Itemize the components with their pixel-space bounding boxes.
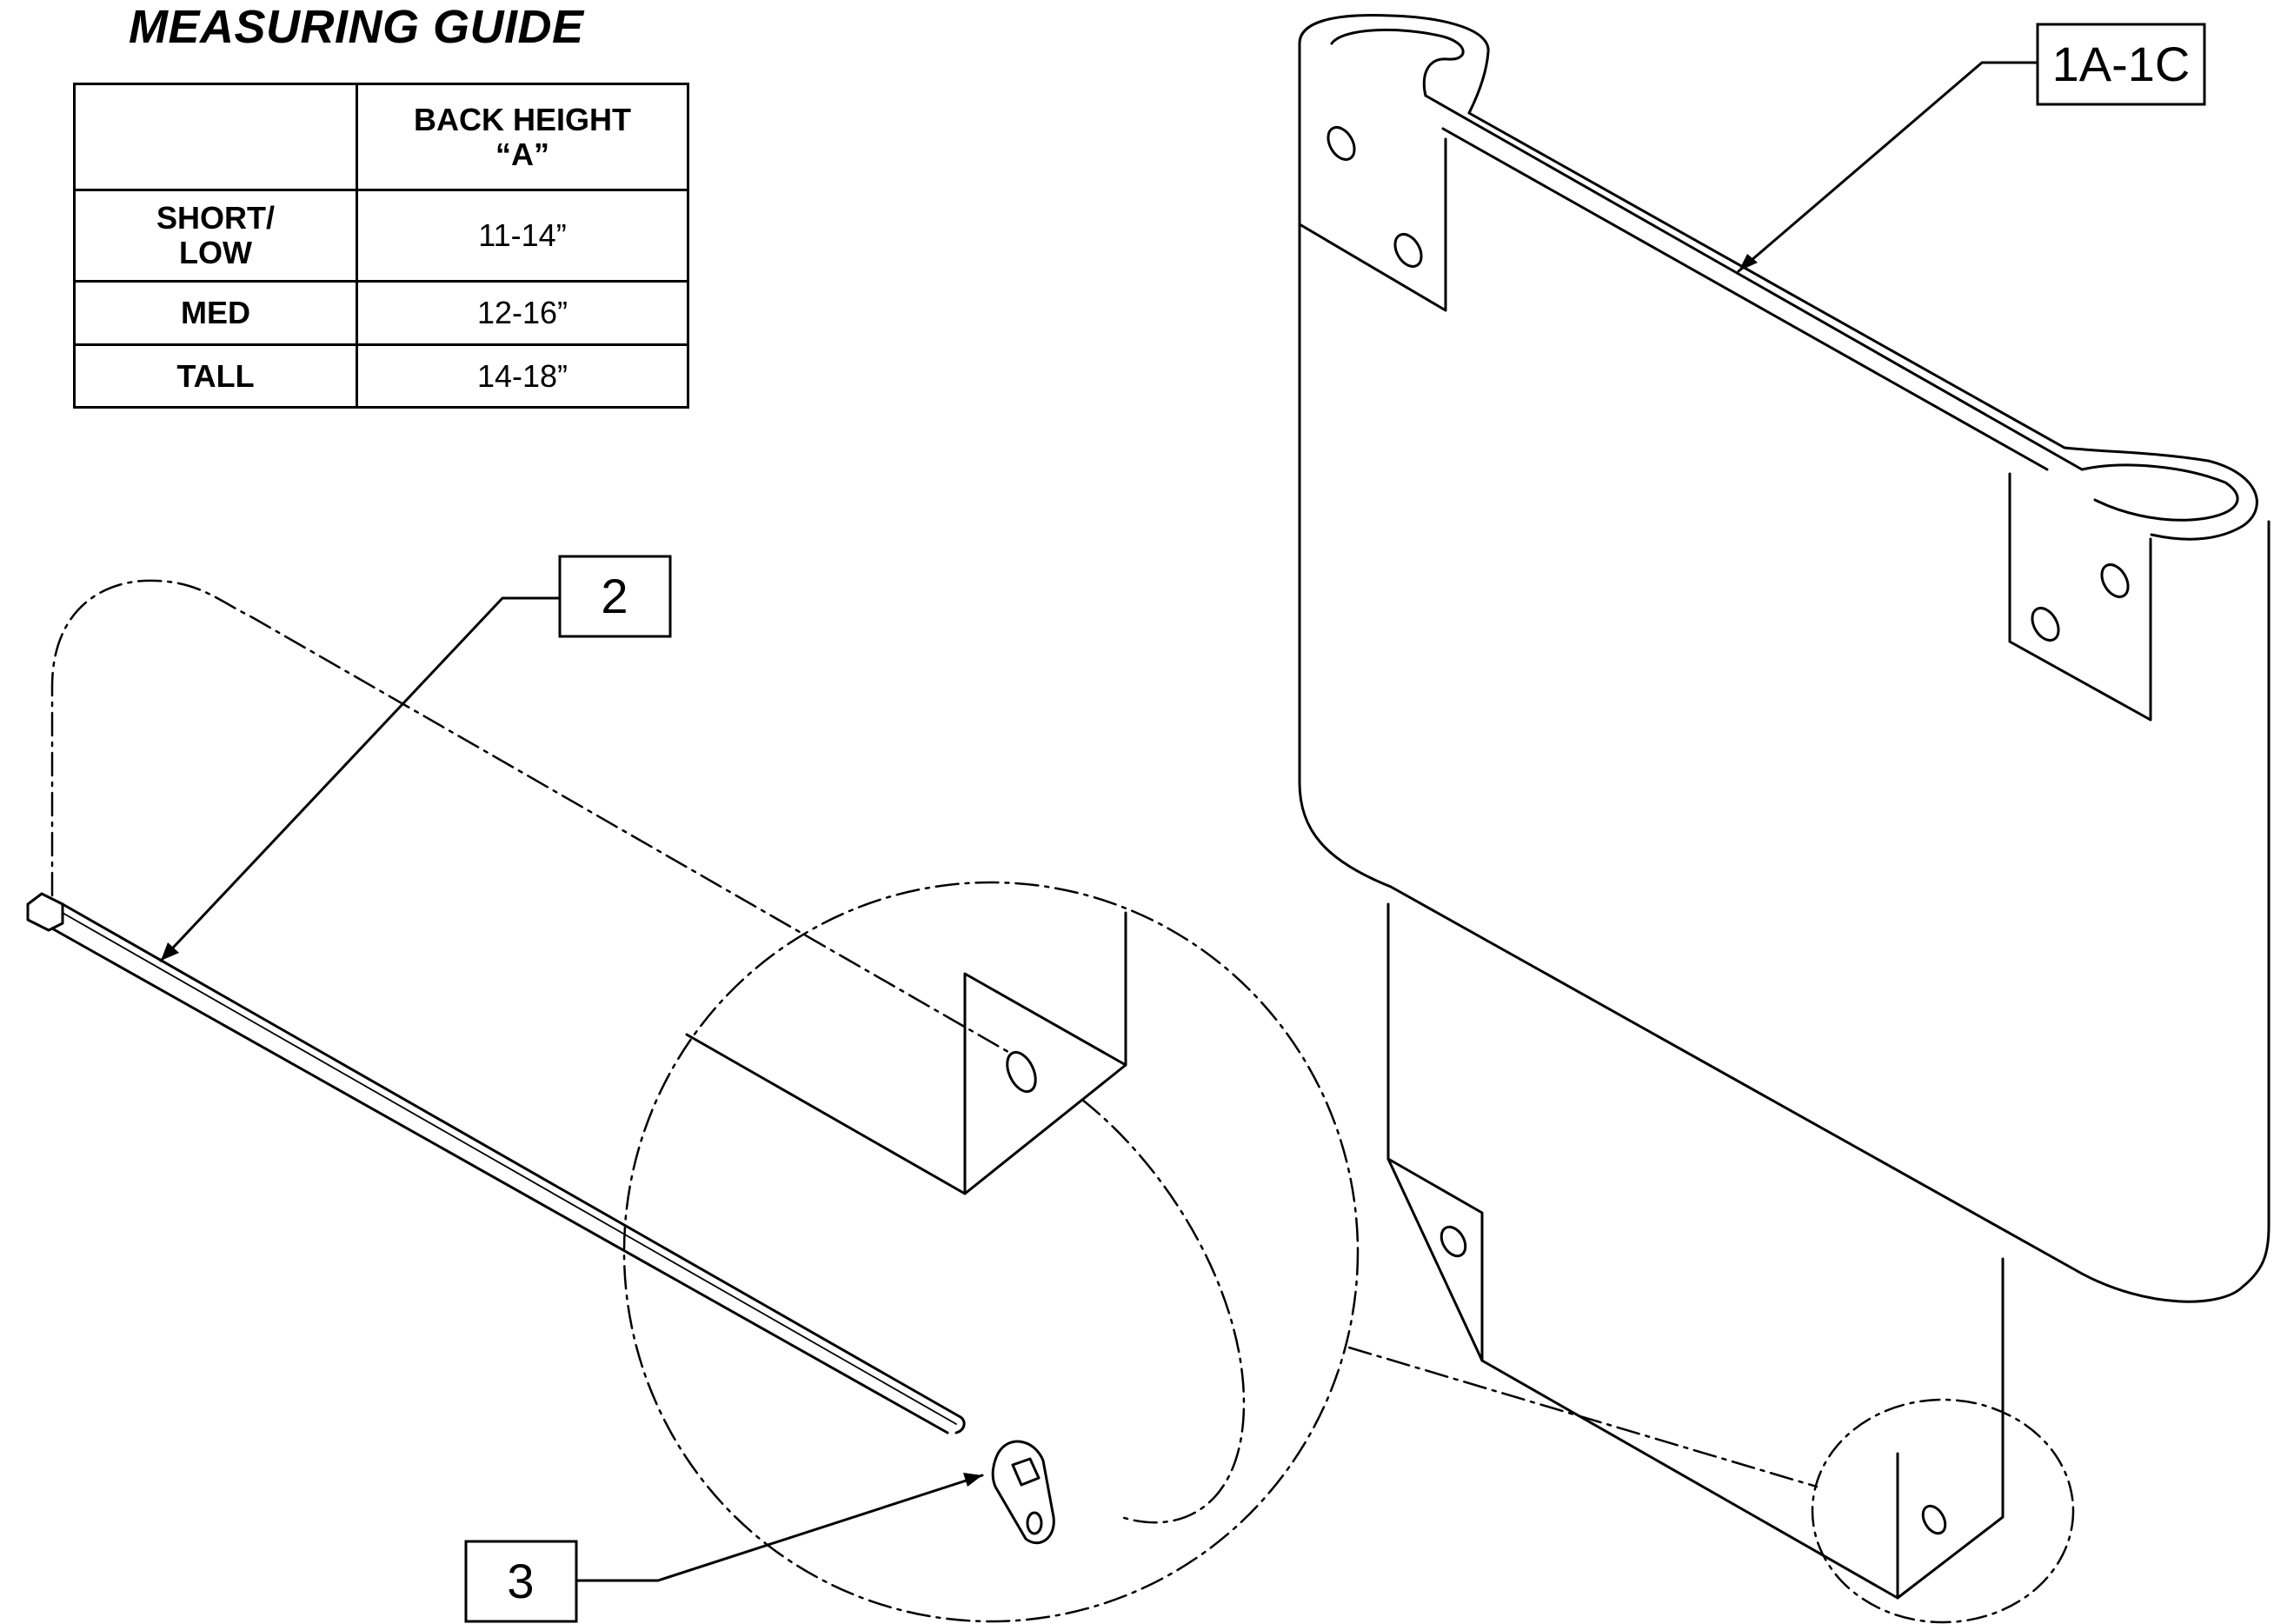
leader-2 xyxy=(159,596,561,962)
mounting-hole-icon xyxy=(1326,126,1356,161)
leader-1a-1c xyxy=(1737,61,2038,273)
size-cell-med: MED xyxy=(73,280,358,346)
leader-3 xyxy=(574,1474,984,1582)
callout-box xyxy=(464,1540,578,1623)
panel-left-edge xyxy=(1298,42,2271,1303)
size-line-1: SHORT/ xyxy=(156,200,275,236)
detail-circle xyxy=(622,881,1360,1623)
left-tube-inner-loop xyxy=(1330,28,1465,97)
cable-tie-drawing xyxy=(26,892,966,1434)
size-cell-tall: TALL xyxy=(73,343,358,409)
measuring-guide-table: BACK HEIGHT “A” SHORT/ LOW 11-14” MED 12… xyxy=(73,83,689,409)
cable-tie-path-dashed xyxy=(50,579,1010,1054)
tie-mount-body xyxy=(991,1440,1055,1545)
panel-top-rail-inner xyxy=(1467,111,2066,449)
table-header-blank xyxy=(73,83,358,191)
detail-guide-arc xyxy=(1080,1098,1246,1524)
lower-frame-right xyxy=(1896,1257,2005,1600)
right-tube-top xyxy=(2063,446,2258,541)
lower-frame-bottom xyxy=(1480,1359,1899,1600)
table-header-back-height: BACK HEIGHT “A” xyxy=(356,83,689,191)
panel-top-rail-outer xyxy=(1441,127,2049,471)
cable-tie-strap-mid xyxy=(62,912,957,1425)
header-line-2: “A” xyxy=(495,136,549,172)
table-row: TALL 14-18” xyxy=(73,343,689,409)
callout-box xyxy=(558,555,672,638)
callout-label: 1A-1C xyxy=(2052,37,2191,91)
callout-label: 2 xyxy=(601,569,628,623)
detail-view xyxy=(622,881,1360,1623)
measuring-guide-title: MEASURING GUIDE xyxy=(129,1,584,53)
mounting-hole-icon xyxy=(2100,563,2130,598)
table-row: SHORT/ LOW 11-14” xyxy=(73,189,689,283)
panel-top-rail-inside xyxy=(1424,94,2084,471)
value-cell-short-low: 11-14” xyxy=(356,189,689,283)
table-header-row: BACK HEIGHT “A” xyxy=(73,83,689,191)
callout-1a-1c: 1A-1C xyxy=(2036,23,2206,106)
mounting-hole-icon xyxy=(1440,1225,1467,1258)
detail-hole-icon xyxy=(1006,1050,1037,1094)
arrowhead-icon xyxy=(1739,254,1758,271)
header-line-1: BACK HEIGHT xyxy=(414,101,631,137)
tie-mount-drawing xyxy=(991,1440,1055,1545)
callout-2: 2 xyxy=(558,555,672,638)
arrowhead-icon xyxy=(963,1473,982,1487)
callout-3: 3 xyxy=(464,1540,578,1623)
left-tube-top xyxy=(1298,14,1490,115)
right-tube-inner-loop xyxy=(2080,463,2239,522)
cable-tie-strap-top xyxy=(61,902,966,1434)
value-cell-tall: 14-18” xyxy=(356,343,689,409)
mounting-hole-icon xyxy=(1393,233,1423,268)
value-cell-med: 12-16” xyxy=(356,280,689,346)
cable-tie-head xyxy=(26,892,64,932)
left-tube-front xyxy=(1298,137,1447,312)
mounting-hole-icon xyxy=(2031,607,2060,642)
tie-mount-slot xyxy=(1011,1457,1041,1487)
back-assembly-drawing xyxy=(1298,14,2271,1600)
size-line-2: LOW xyxy=(179,235,252,270)
arrowhead-icon xyxy=(161,942,179,961)
callout-label: 3 xyxy=(507,1554,534,1608)
table-row: MED 12-16” xyxy=(73,280,689,346)
connector-line xyxy=(1347,1346,1819,1488)
right-bracket xyxy=(2008,472,2152,722)
lower-bracket xyxy=(1386,1157,1484,1362)
detail-bracket xyxy=(685,911,1127,1195)
tie-mount-hole-icon xyxy=(1026,1511,1043,1535)
callout-box xyxy=(2036,23,2206,106)
size-cell-short-low: SHORT/ LOW xyxy=(73,189,358,283)
mounting-hole-icon xyxy=(1921,1504,1947,1535)
cable-tie-strap-bottom xyxy=(50,927,949,1434)
small-detail-circle xyxy=(1811,1398,2075,1624)
